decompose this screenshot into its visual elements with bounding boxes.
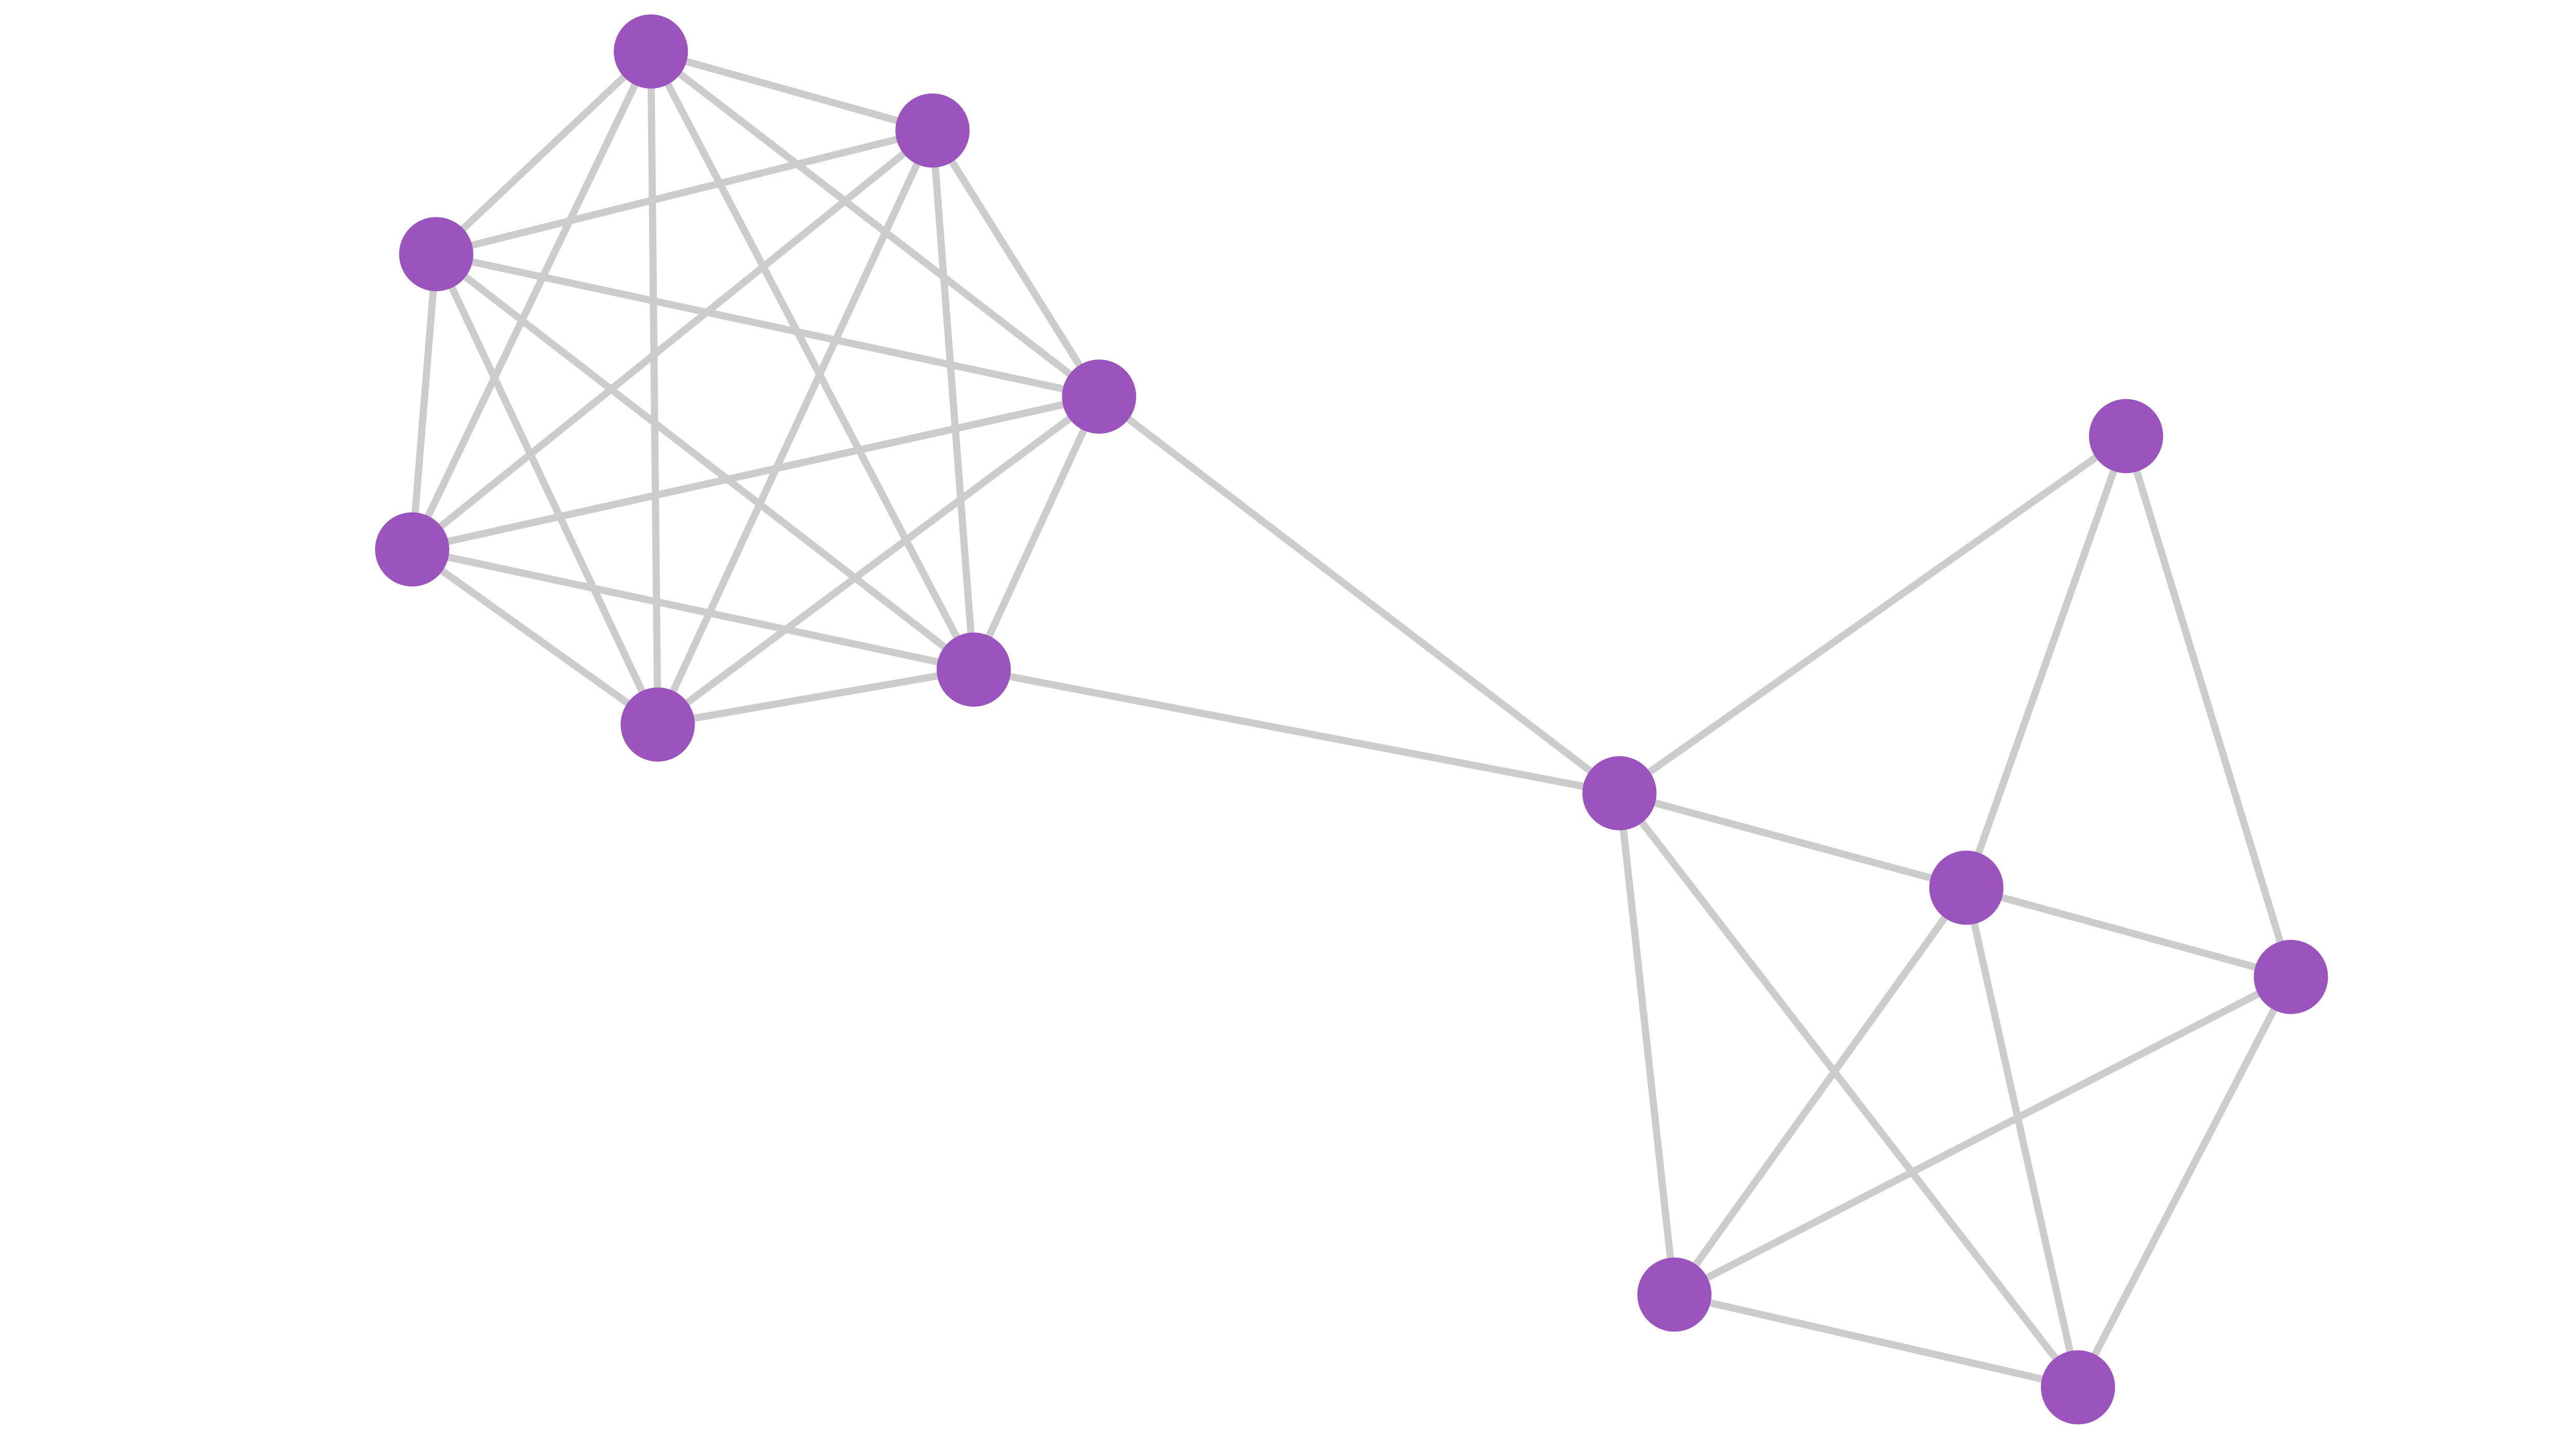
edge-D-F bbox=[655, 394, 1101, 728]
node-M bbox=[2041, 1350, 2115, 1425]
edge-H-I bbox=[1617, 433, 2128, 796]
edge-B-F bbox=[654, 129, 936, 726]
edge-C-D bbox=[435, 250, 1100, 400]
edge-B-G bbox=[929, 130, 977, 670]
edge-F-G bbox=[657, 666, 975, 728]
node-E bbox=[375, 512, 449, 587]
edges-layer bbox=[409, 48, 2295, 1391]
edge-K-L bbox=[1672, 974, 2293, 1298]
nodes-layer bbox=[375, 14, 2328, 1425]
node-J bbox=[1929, 850, 2004, 925]
node-F bbox=[620, 687, 695, 762]
node-B bbox=[895, 93, 970, 168]
edge-B-E bbox=[410, 127, 935, 553]
node-K bbox=[2253, 940, 2328, 1014]
edge-A-F bbox=[647, 51, 662, 725]
node-D bbox=[1062, 360, 1137, 434]
edge-I-J bbox=[1963, 435, 2130, 889]
node-C bbox=[399, 217, 473, 292]
edge-J-M bbox=[1962, 886, 2082, 1388]
edge-E-F bbox=[410, 546, 660, 728]
node-A bbox=[614, 14, 688, 89]
edge-D-E bbox=[411, 393, 1100, 553]
edge-H-L bbox=[1616, 793, 1678, 1295]
edge-H-J bbox=[1618, 790, 1968, 892]
edge-A-B bbox=[650, 48, 934, 134]
edge-L-M bbox=[1673, 1291, 2079, 1391]
edge-J-L bbox=[1671, 885, 1970, 1297]
edge-A-C bbox=[433, 48, 654, 257]
node-H bbox=[1582, 756, 1657, 830]
edge-D-G bbox=[970, 395, 1103, 671]
edge-C-F bbox=[433, 252, 661, 726]
node-L bbox=[1637, 1257, 1711, 1332]
edge-A-D bbox=[649, 48, 1101, 400]
edge-A-G bbox=[648, 49, 977, 672]
node-I bbox=[2089, 399, 2163, 473]
edge-G-H bbox=[973, 666, 1620, 797]
edge-B-C bbox=[435, 127, 934, 258]
edge-I-K bbox=[2122, 435, 2295, 978]
edge-B-D bbox=[929, 128, 1103, 399]
edge-C-E bbox=[409, 253, 440, 550]
edge-H-M bbox=[1616, 791, 2081, 1390]
edge-J-K bbox=[1965, 884, 2292, 981]
edge-C-G bbox=[434, 251, 976, 673]
node-G bbox=[937, 633, 1011, 707]
edge-D-H bbox=[1097, 394, 1622, 796]
edge-K-M bbox=[2075, 975, 2294, 1389]
edge-A-E bbox=[409, 49, 654, 551]
edge-E-G bbox=[411, 545, 975, 673]
